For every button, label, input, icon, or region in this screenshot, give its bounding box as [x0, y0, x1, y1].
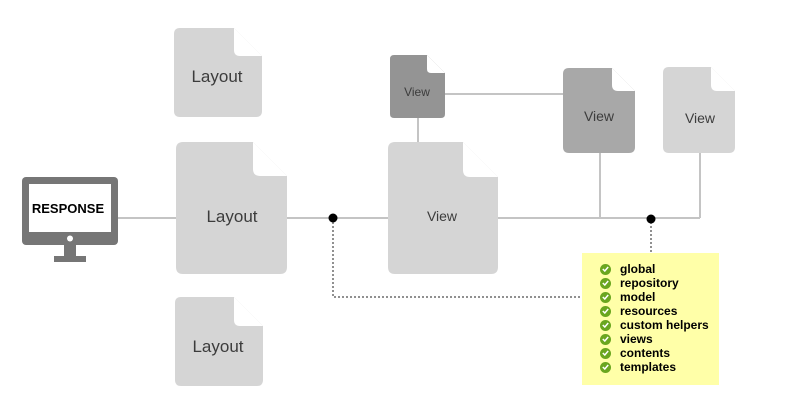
note-item-label: model — [620, 290, 656, 304]
check-icon — [600, 319, 611, 331]
note-item-label: custom helpers — [620, 318, 709, 332]
layout-label: Layout — [192, 337, 243, 356]
check-icon — [600, 291, 611, 303]
view-label: View — [685, 110, 716, 126]
note-item-label: repository — [620, 276, 679, 290]
view-label: View — [427, 208, 458, 224]
note-item: model — [600, 290, 719, 304]
check-icon — [600, 347, 611, 359]
note-leader — [332, 218, 652, 298]
monitor-label: RESPONSE — [32, 201, 105, 216]
response-monitor: RESPONSE — [22, 177, 118, 262]
note-item: contents — [600, 346, 719, 360]
check-icon — [600, 277, 611, 289]
layout-label: Layout — [191, 67, 242, 86]
note-item: global — [600, 262, 719, 276]
layout-doc-top: Layout — [174, 28, 262, 117]
note-item-label: templates — [620, 360, 677, 374]
note-item-label: views — [620, 332, 653, 346]
note-item: resources — [600, 304, 719, 318]
note-item: repository — [600, 276, 719, 290]
note-item: views — [600, 332, 719, 346]
note-item: custom helpers — [600, 318, 719, 332]
monitor-power-led — [67, 235, 73, 242]
junction-dot-left — [328, 213, 338, 223]
dependency-note: global repository model resources custom… — [582, 253, 719, 385]
view-doc-top: View — [390, 55, 445, 118]
monitor-base — [54, 256, 86, 262]
note-item-label: contents — [620, 346, 671, 360]
layout-doc-main: Layout — [176, 142, 287, 274]
leader-line-left — [332, 218, 582, 298]
check-icon — [600, 333, 611, 345]
connectors — [118, 93, 701, 219]
layout-label: Layout — [206, 207, 257, 226]
layout-doc-bottom: Layout — [175, 297, 263, 386]
view-doc-mid: View — [563, 68, 635, 153]
check-icon — [600, 263, 611, 275]
view-doc-main: View — [388, 142, 498, 274]
view-label: View — [584, 108, 615, 124]
check-icon — [600, 305, 611, 317]
monitor-screen — [29, 184, 111, 232]
check-icon — [600, 361, 611, 373]
note-item: templates — [600, 360, 719, 374]
note-item-label: resources — [620, 304, 678, 318]
view-label: View — [404, 85, 430, 99]
note-item-label: global — [620, 262, 656, 276]
monitor-neck — [64, 245, 76, 257]
junction-dot-right — [646, 214, 656, 224]
view-doc-right: View — [663, 67, 735, 153]
